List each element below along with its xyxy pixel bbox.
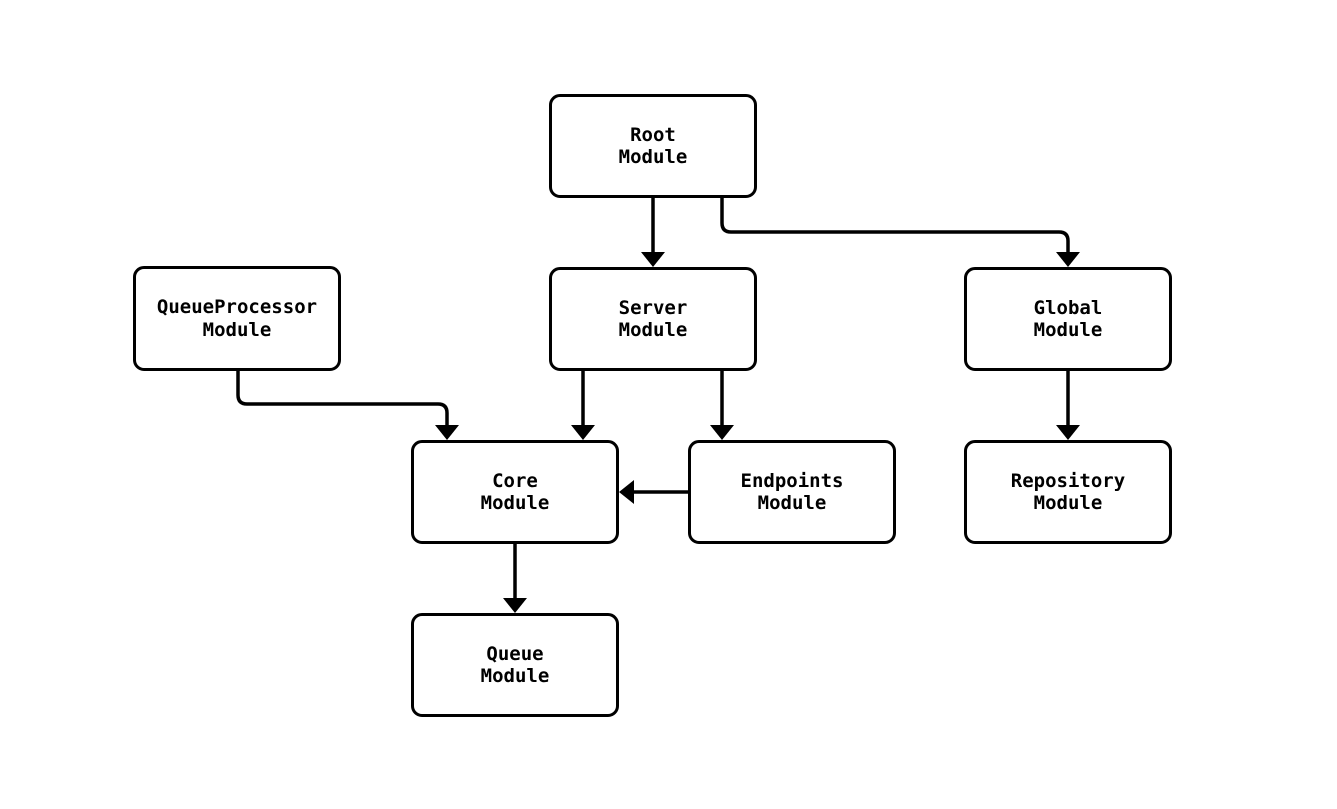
arrowhead-icon: [435, 425, 459, 440]
node-label-line: Repository: [1010, 469, 1126, 492]
arrowhead-icon: [641, 252, 665, 267]
node-label-line: QueueProcessor: [156, 296, 318, 318]
edge-server-to-core: [571, 371, 595, 440]
node-label-line: Module: [1033, 319, 1103, 341]
edge-queue-processor-to-core: [236, 371, 459, 440]
node-label-line: Core: [492, 469, 538, 492]
node-label-line: Endpoints: [740, 469, 844, 492]
node-label-line: Module: [480, 665, 550, 687]
arrowhead-icon: [1056, 425, 1080, 440]
node-label-line: Root: [630, 123, 676, 146]
edge-core-to-queue: [503, 544, 527, 613]
node-label-line: Module: [618, 146, 688, 168]
arrowhead-icon: [571, 425, 595, 440]
edge-root-to-server: [641, 198, 665, 267]
node-label-line: Module: [618, 319, 688, 341]
edge-endpoints-to-core: [619, 480, 688, 504]
node-label-line: Global: [1033, 296, 1103, 319]
arrowhead-icon: [503, 598, 527, 613]
edge-global-to-repository: [1056, 371, 1080, 440]
edge-line: [236, 371, 449, 425]
node-label-line: Module: [1033, 492, 1103, 514]
arrowhead-icon: [710, 425, 734, 440]
node-label-line: Module: [202, 318, 272, 341]
edge-line: [720, 198, 1070, 252]
edge-server-to-endpoints: [710, 371, 734, 440]
node-label-line: Module: [480, 492, 550, 514]
edge-root-to-global: [720, 198, 1080, 267]
node-label-line: Server: [618, 296, 688, 319]
arrowhead-icon: [619, 480, 634, 504]
node-label-line: Module: [757, 492, 827, 514]
node-label-line: Queue: [486, 642, 544, 665]
arrowhead-icon: [1056, 252, 1080, 267]
